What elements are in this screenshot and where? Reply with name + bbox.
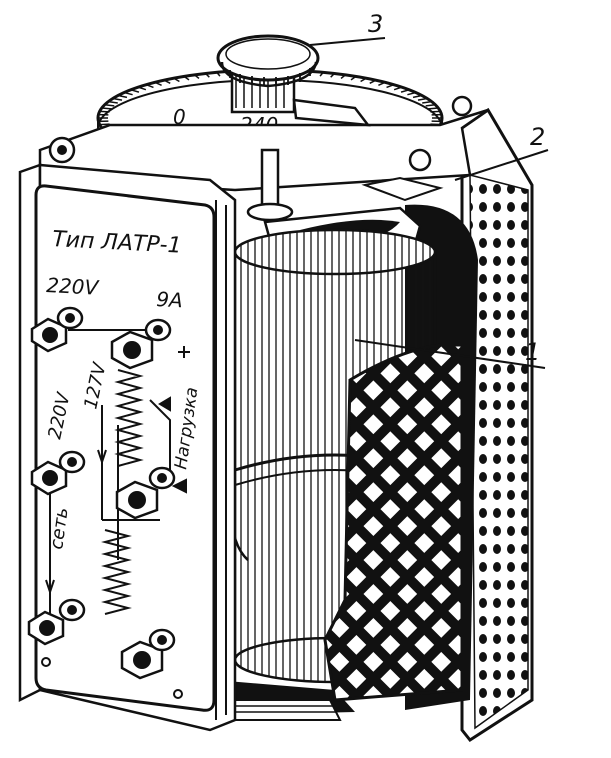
dial-tick [319, 71, 324, 77]
dial-tick [369, 79, 377, 84]
dial-tick [194, 74, 200, 80]
dial-tick [393, 86, 402, 91]
terminal-screw-icon [120, 640, 164, 680]
dial-tick [154, 81, 162, 86]
callout-3: 3 [309, 10, 386, 46]
dial-tick [146, 83, 154, 89]
dial-tick [417, 97, 428, 101]
dial-tick [163, 79, 171, 84]
protective-mesh [323, 343, 464, 702]
dial-tick [112, 97, 123, 101]
dial-tick [428, 107, 439, 110]
callout-3-number: 3 [368, 10, 383, 38]
dial-tick [378, 81, 386, 86]
dial-tick [360, 77, 367, 83]
dial-tick [330, 72, 335, 78]
base-nut-right-icon [408, 148, 432, 172]
adjusting-knob-icon [216, 34, 371, 127]
terminal-screw-icon [27, 610, 65, 646]
dial-tick [117, 94, 128, 99]
dial-tick [173, 77, 180, 83]
dial-tick [101, 107, 112, 110]
panel-screw-icon [451, 95, 473, 117]
dial-tick [412, 94, 423, 99]
dial-tick [183, 75, 190, 81]
terminal-screw-icon [144, 318, 172, 342]
callout-2: 2 [454, 123, 549, 181]
brush-holder-bracket [361, 176, 444, 202]
terminal-screw-icon [58, 598, 86, 622]
dial-tick [350, 75, 357, 81]
dial-tick [123, 91, 133, 96]
bottom-base [210, 680, 355, 721]
dial-tick [340, 74, 346, 80]
dial-tick [216, 71, 221, 77]
dial-tick [108, 100, 118, 104]
dial-tick [422, 100, 432, 104]
dial-tick [104, 104, 115, 107]
terminal-screw-icon [110, 330, 154, 370]
dial-tick [425, 104, 436, 107]
dial-mark-zero: 0 [173, 105, 186, 129]
voltage-rating: 220V [46, 273, 100, 300]
shaft [246, 148, 294, 222]
terminal-screw-icon [148, 628, 176, 652]
terminal-screw-icon [115, 480, 159, 520]
terminal-screw-icon [56, 306, 84, 330]
callout-2-number: 2 [530, 123, 545, 151]
current-rating: 9A [156, 287, 184, 312]
dial-tick [99, 110, 110, 113]
dial-tick [386, 83, 394, 89]
right-housing-panel [451, 95, 534, 742]
dial-tick [400, 89, 410, 93]
terminal-screw-icon [30, 460, 68, 496]
terminal-screw-icon [148, 466, 176, 490]
terminal-screw-icon [58, 450, 86, 474]
dial-tick [407, 91, 417, 96]
dial-tick [138, 86, 147, 91]
callout-1: 1 [354, 338, 546, 369]
dial-tick [99, 123, 110, 126]
dial-tick [430, 110, 441, 113]
callout-1-number: 1 [525, 338, 540, 366]
dial-pointer-icon [292, 98, 371, 127]
terminal-group [27, 306, 176, 680]
dial-tick [130, 89, 140, 93]
dial-tick [205, 72, 210, 78]
terminal-screw-icon [30, 317, 68, 353]
